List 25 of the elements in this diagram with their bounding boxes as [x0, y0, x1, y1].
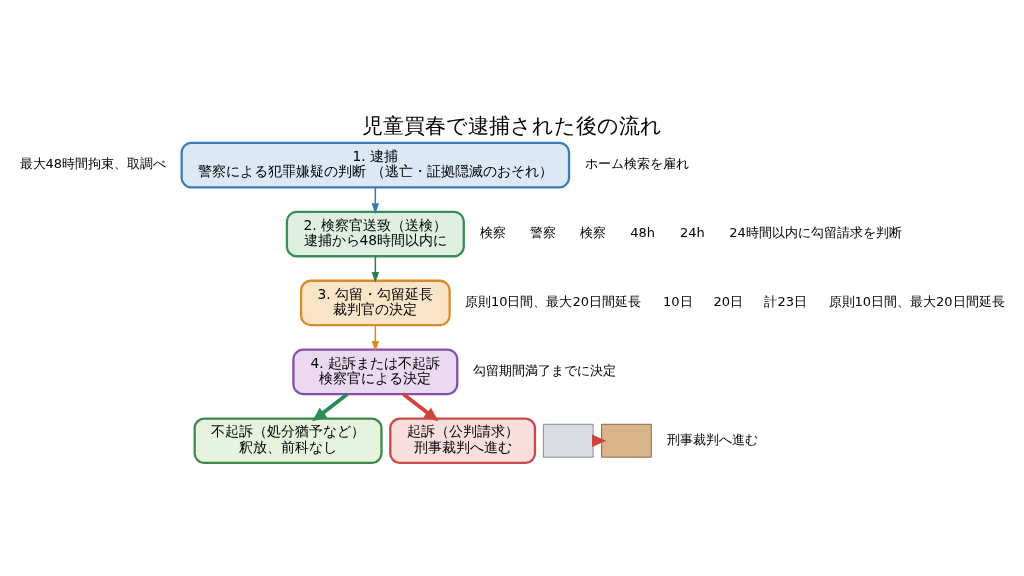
label: 計23日 [764, 294, 807, 310]
label: 検察 [579, 225, 606, 241]
label: ホーム検索を雇れ [585, 156, 690, 172]
node-box: 2. 検察官送致（送検） 逮捕から48時間以内に [285, 210, 465, 258]
label: 48h [630, 225, 655, 241]
label: 原則10日間、最大20日間延長 [464, 294, 642, 310]
label: 検察 [480, 225, 507, 241]
node-box: 4. 起訴または不起訴 検察官による決定 [292, 348, 459, 396]
node-box [601, 423, 652, 458]
diagram-title: 児童買春で逮捕された後の流れ [362, 113, 662, 139]
node-box: 1. 逮捕 警察による犯罪嫌疑の判断 （逃亡・証拠隠滅のおそれ） [180, 141, 571, 189]
label: 24時間以内に勾留請求を判断 [729, 225, 902, 241]
label: 勾留期間満了までに決定 [473, 362, 617, 378]
label: 刑事裁判へ進む [666, 431, 758, 447]
label: 20日 [713, 294, 744, 310]
label: 10日 [662, 294, 693, 310]
label: 24h [679, 225, 705, 241]
node-box: 不起訴（処分猶予など） 釈放、前科なし [193, 417, 383, 465]
arrow [402, 392, 439, 422]
node-box: 起訴（公判請求） 刑事裁判へ進む [389, 417, 537, 465]
label: 警察 [530, 225, 557, 241]
node-box: 3. 勾留・勾留延長 裁判官の決定 [299, 279, 451, 327]
label: 原則10日間、最大20日間延長 [828, 294, 1005, 310]
arrow [312, 392, 349, 422]
label: 最大48時間拘束、取調べ [19, 156, 167, 172]
